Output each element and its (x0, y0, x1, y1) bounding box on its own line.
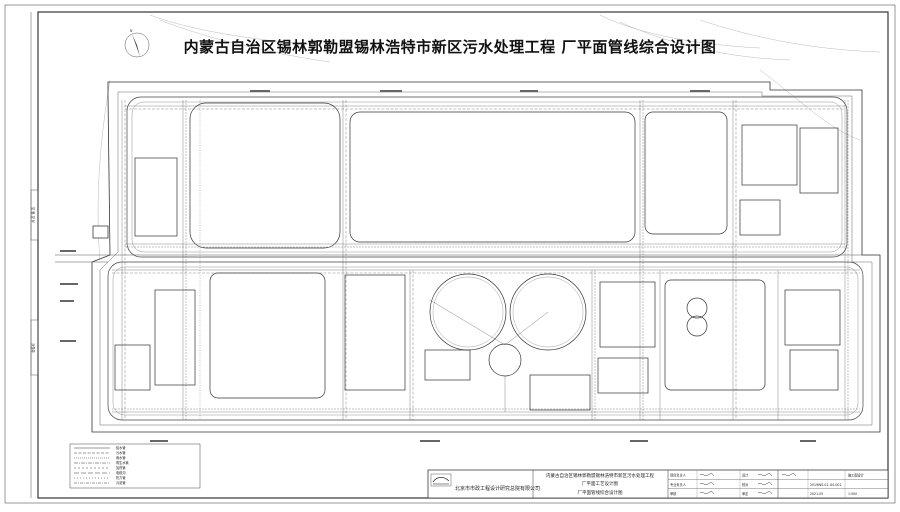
legend-label: 再生水管 (116, 460, 129, 465)
lower-structures (114, 272, 841, 411)
designer-org: 北京市市政工程设计研究总院有限公司 (455, 485, 540, 492)
building-upper-left (134, 157, 178, 237)
legend-label: 雨水管 (116, 455, 126, 460)
project-line2: 厂平面工艺设计图 (582, 480, 618, 487)
basin-upper-3 (644, 111, 728, 235)
drawing-number: 2019WS-01-GS-001 (810, 483, 842, 487)
role-approve: 审定 (742, 491, 749, 496)
role-review: 审核 (670, 491, 677, 496)
binding-strip: 共 页 第 页 会签栏 (31, 12, 39, 498)
building-lower-7 (597, 357, 649, 394)
stage: 施工图设计 (848, 473, 865, 478)
building-lower-2 (114, 344, 151, 391)
role-design: 设计 (742, 473, 749, 478)
drawing-name: 厂平面管线综合设计图 (578, 489, 623, 496)
pipe-annotations (60, 90, 816, 442)
north-arrow: N (124, 29, 150, 58)
legend-label: 污水管 (116, 450, 126, 455)
title-block: 北京市市政工程设计研究总院有限公司 内蒙古自治区锡林郭勒盟锡林浩特市新区污水处理… (427, 469, 889, 499)
building-upper-right-2 (799, 127, 839, 194)
basin-lower-2 (664, 279, 766, 391)
date: 2021.05 (810, 492, 823, 496)
terrain-contours (97, 14, 881, 261)
internal-roads (55, 96, 880, 421)
upper-structures (92, 102, 839, 249)
tank-2 (686, 315, 708, 337)
building-upper-right-3 (739, 199, 781, 236)
legend-label: 加药管 (116, 465, 126, 470)
side-label-top: 共 页 第 页 (31, 207, 36, 223)
clarifier-2 (509, 273, 587, 351)
scale: 1:500 (848, 492, 857, 496)
legend-label: 热力管 (116, 475, 126, 480)
legend-label: 污泥管 (116, 480, 126, 485)
tank-1 (686, 297, 708, 319)
building-lower-4 (424, 349, 471, 381)
north-label: N (130, 29, 133, 33)
org-logo (430, 473, 452, 487)
distribution-well (488, 343, 522, 377)
outer-border (4, 4, 896, 504)
legend-label: 电缆沟 (116, 470, 126, 475)
gate-house (92, 225, 109, 239)
basin-lower-1 (209, 272, 326, 399)
basin-upper-1 (189, 102, 341, 249)
building-lower-1 (154, 289, 196, 386)
basin-upper-2 (349, 111, 636, 243)
project-line1: 内蒙古自治区锡林郭勒盟锡林浩特市新区污水处理工程 (546, 472, 654, 479)
role-check: 校对 (742, 482, 749, 487)
signatures (699, 473, 797, 495)
role-lead: 专业负责人 (670, 482, 687, 487)
building-lower-3 (344, 274, 406, 391)
building-lower-8 (784, 289, 841, 346)
building-upper-right-1 (741, 124, 798, 186)
side-label-bottom: 会签栏 (31, 342, 36, 352)
building-lower-9 (789, 349, 839, 391)
drawing-title: 内蒙古自治区锡林郭勒盟锡林浩特市新区污水处理工程 厂平面管线综合设计图 (183, 38, 717, 56)
building-lower-5 (529, 374, 591, 411)
role-pm: 项目负责人 (670, 473, 687, 478)
pipeline-network (112, 100, 860, 420)
building-lower-6 (599, 281, 656, 348)
legend-label: 给水管 (116, 445, 126, 450)
